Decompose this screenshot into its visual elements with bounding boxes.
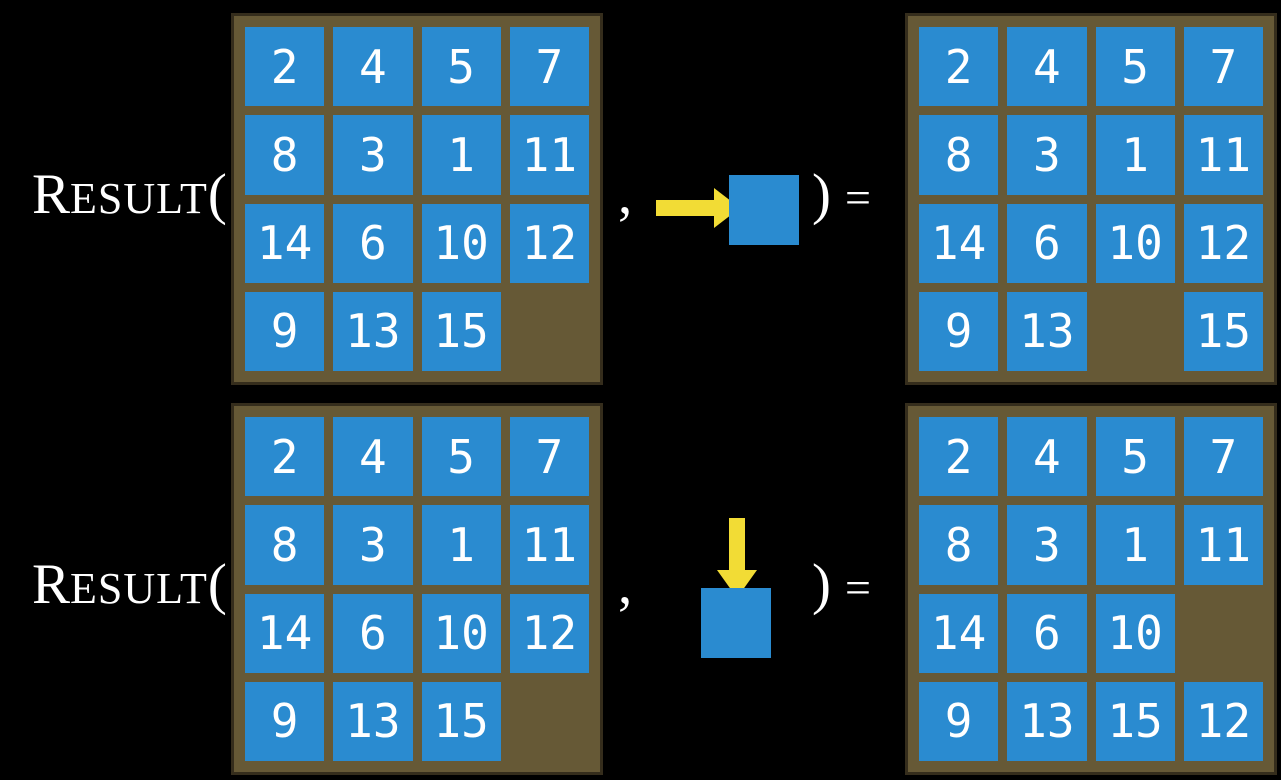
tile-square-icon [729,175,799,245]
arrow-down-icon [717,518,757,598]
close-paren: ) [812,163,831,226]
tile-13: 13 [1007,681,1087,761]
tile-5: 5 [421,27,501,107]
tile-9: 9 [245,681,325,761]
close-paren-equals: )= [812,552,871,632]
tile-1: 1 [1095,505,1175,585]
tile-3: 3 [1007,505,1087,585]
tile-6: 6 [1007,203,1087,283]
close-paren-equals: )= [812,162,871,242]
tile-10: 10 [421,203,501,283]
tile-4: 4 [1007,417,1087,497]
open-paren: ( [207,553,227,616]
tile-3: 3 [333,505,413,585]
tile-2: 2 [919,417,999,497]
arrow-right-icon [656,188,740,228]
open-paren: ( [207,163,227,226]
result-label-initial: R [32,553,71,616]
result-function-label: RESULT( [32,552,227,632]
tile-1: 1 [421,115,501,195]
comma-separator: , [618,163,633,226]
tile-14: 14 [919,203,999,283]
tile-12: 12 [509,203,589,283]
comma-separator: , [618,553,633,616]
equals-sign: = [844,172,871,223]
tile-11: 11 [1183,505,1263,585]
tile-1: 1 [1095,115,1175,195]
tile-7: 7 [1183,417,1263,497]
tile-10: 10 [1095,593,1175,673]
tile-13: 13 [1007,291,1087,371]
tile-square-icon [701,588,771,658]
tile-12: 12 [1183,681,1263,761]
tile-5: 5 [1095,417,1175,497]
tile-10: 10 [421,593,501,673]
tile-11: 11 [1183,115,1263,195]
tile-8: 8 [245,115,325,195]
blank-cell [510,682,589,761]
tile-13: 13 [333,291,413,371]
tile-6: 6 [333,593,413,673]
tile-8: 8 [919,115,999,195]
tile-12: 12 [1183,203,1263,283]
blank-cell [510,292,589,371]
tile-5: 5 [1095,27,1175,107]
tile-4: 4 [333,417,413,497]
tile-7: 7 [509,27,589,107]
result-label-initial: R [32,163,71,226]
tile-13: 13 [333,681,413,761]
tile-4: 4 [333,27,413,107]
tile-9: 9 [919,681,999,761]
blank-cell [1184,594,1263,673]
tile-3: 3 [1007,115,1087,195]
tile-12: 12 [509,593,589,673]
tile-15: 15 [1183,291,1263,371]
tile-4: 4 [1007,27,1087,107]
blank-cell [1096,292,1175,371]
result-label-rest: ESULT [70,174,208,223]
tile-14: 14 [919,593,999,673]
tile-2: 2 [245,27,325,107]
tile-2: 2 [919,27,999,107]
result-function-label: RESULT( [32,162,227,242]
tile-10: 10 [1095,203,1175,283]
tile-8: 8 [245,505,325,585]
tile-14: 14 [245,203,325,283]
tile-7: 7 [509,417,589,497]
tile-8: 8 [919,505,999,585]
tile-9: 9 [245,291,325,371]
tile-9: 9 [919,291,999,371]
tile-3: 3 [333,115,413,195]
tile-15: 15 [1095,681,1175,761]
tile-6: 6 [1007,593,1087,673]
tile-11: 11 [509,505,589,585]
tile-1: 1 [421,505,501,585]
tile-15: 15 [421,291,501,371]
tile-7: 7 [1183,27,1263,107]
tile-11: 11 [509,115,589,195]
result-label-rest: ESULT [70,564,208,613]
close-paren: ) [812,553,831,616]
tile-5: 5 [421,417,501,497]
tile-2: 2 [245,417,325,497]
tile-6: 6 [333,203,413,283]
tile-15: 15 [421,681,501,761]
tile-14: 14 [245,593,325,673]
equals-sign: = [844,562,871,613]
